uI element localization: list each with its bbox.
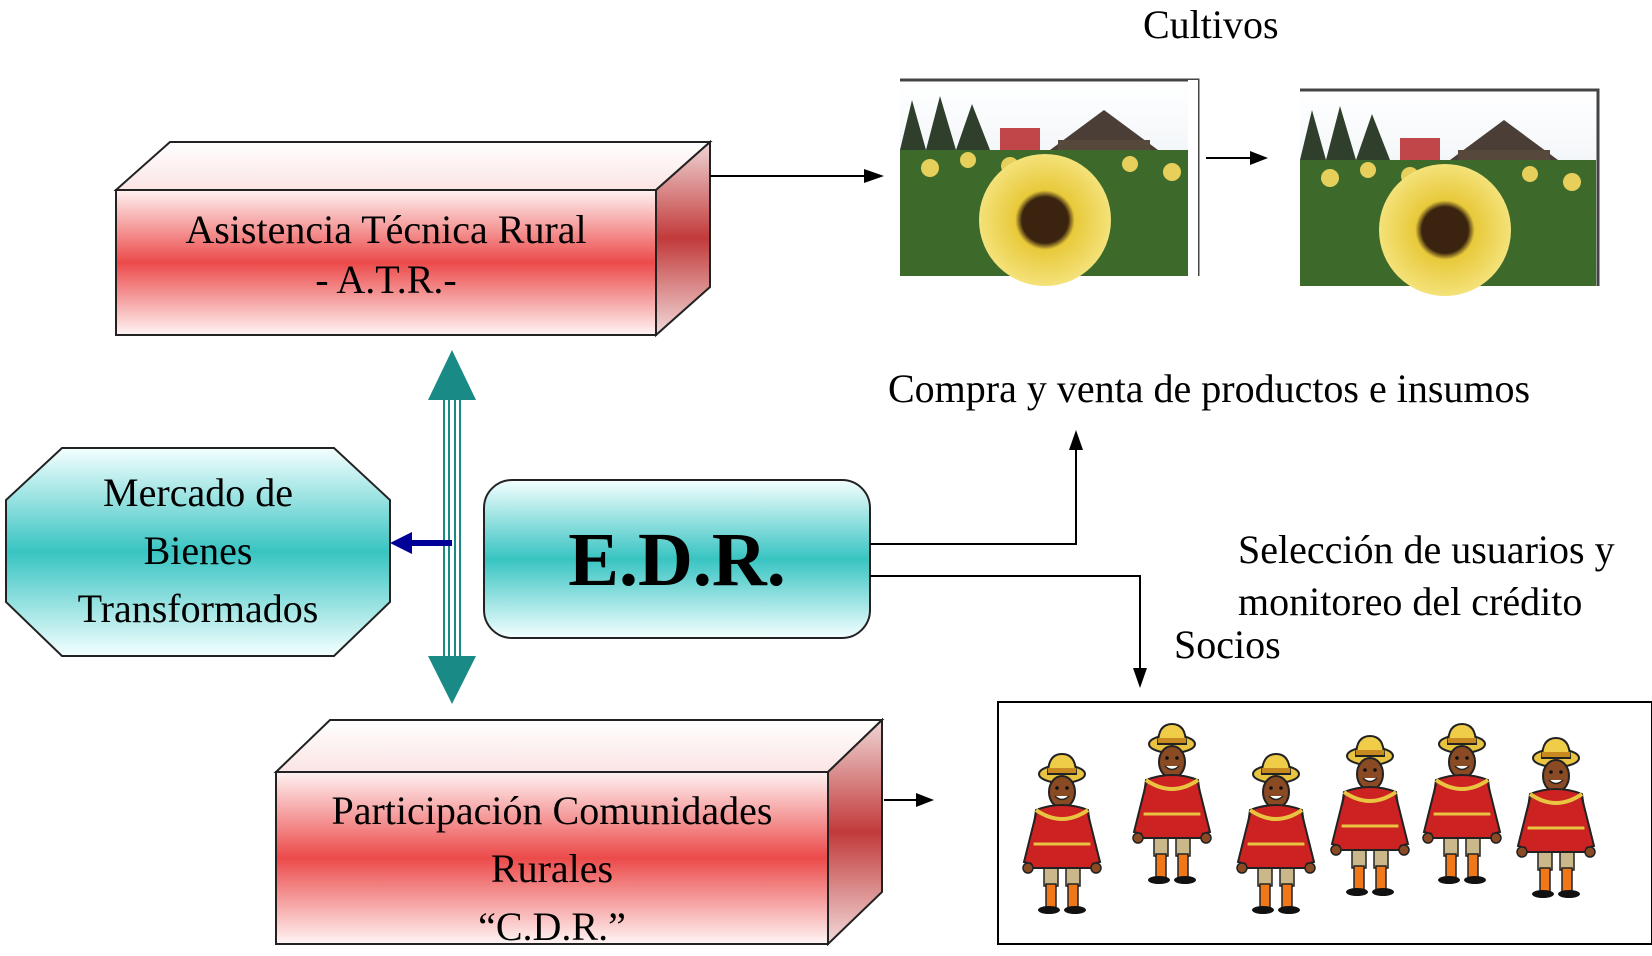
mercado-line3: Transformados: [77, 586, 319, 631]
atr-cdr-double-arrow: [428, 350, 476, 704]
arrow-cdr-to-socios: [884, 793, 934, 807]
mercado-title: Mercado de Bienes Transformados: [6, 464, 390, 638]
label-cultivos: Cultivos: [1143, 2, 1279, 47]
atr-line1: Asistencia Técnica Rural: [185, 207, 587, 252]
arrow-atr-to-crops: [710, 169, 884, 183]
cdr-line3: “C.D.R.”: [478, 904, 626, 949]
edr-title: E.D.R.: [568, 518, 786, 602]
cdr-line2: Rurales: [490, 846, 614, 891]
seleccion-line2: monitoreo del crédito: [1238, 579, 1583, 624]
crop-photo-before: [900, 78, 1200, 286]
arrow-between-crops: [1206, 151, 1268, 165]
arrow-edr-to-compra: [870, 430, 1083, 545]
mercado-line1: Mercado de: [103, 470, 293, 515]
cdr-line1: Participación Comunidades: [331, 788, 773, 833]
atr-title: Asistencia Técnica Rural - A.T.R.-: [116, 205, 656, 305]
atr-box: [113, 139, 713, 338]
cdr-title: Participación Comunidades Rurales “C.D.R…: [276, 782, 828, 956]
arrow-to-mercado: [390, 532, 452, 554]
cdr-box: [273, 717, 885, 946]
label-socios: Socios: [1174, 622, 1281, 667]
seleccion-line1: Selección de usuarios y: [1238, 527, 1615, 572]
crop-photo-after: [1300, 88, 1600, 296]
label-seleccion: Selección de usuarios y monitoreo del cr…: [1238, 524, 1615, 628]
label-compra-venta: Compra y venta de productos e insumos: [888, 366, 1531, 411]
atr-line2: - A.T.R.-: [315, 257, 457, 302]
mercado-octagon: [5, 447, 391, 657]
edr-box: [483, 479, 871, 639]
mercado-line2: Bienes: [143, 528, 253, 573]
arrow-edr-to-socios: [870, 575, 1147, 688]
